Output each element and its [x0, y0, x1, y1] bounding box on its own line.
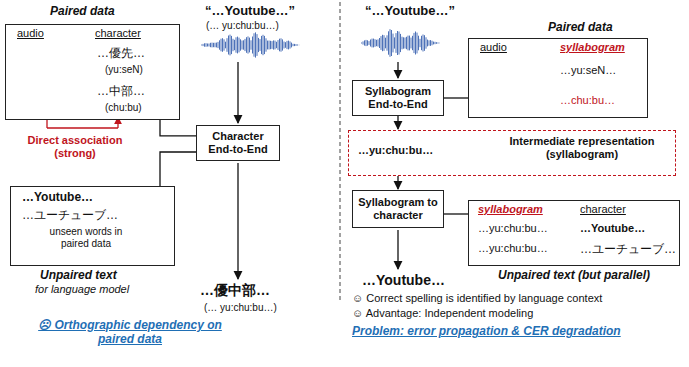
- box-text: (yu:seN): [105, 64, 143, 76]
- box-text: character: [95, 27, 141, 40]
- input-arrow: [397, 62, 398, 78]
- box-text: syllabogram: [478, 203, 543, 216]
- box-text: …ユーチューブ…: [580, 242, 676, 256]
- input-text: “…Youtube…”: [205, 3, 295, 19]
- box-heading: Paired data: [548, 20, 613, 34]
- output-arrow: [237, 163, 238, 279]
- input-arrow: [237, 62, 238, 123]
- box-text: unseen words in paired data: [38, 226, 134, 250]
- box-text: …ユーチューブ…: [22, 208, 118, 222]
- box-text: syllabogram: [560, 41, 625, 54]
- note: ☺ Advantage: Independent modeling: [352, 307, 533, 320]
- output-reading: (… yu:chu:bu…): [204, 302, 277, 314]
- intermediate-region: …yu:chu:bu… Intermediate representation (…: [348, 130, 676, 176]
- output-text: …優中部…: [200, 282, 270, 299]
- box-heading: Paired data: [50, 4, 115, 18]
- output-text: …Youtube…: [362, 272, 445, 289]
- box-label: Syllabogram End-to-End: [358, 85, 438, 111]
- input-text: “…Youtube…”: [365, 3, 455, 19]
- audio-waveform: [200, 32, 299, 57]
- process-box: Syllabogram End-to-End: [352, 80, 444, 116]
- association-bracket: [47, 127, 118, 128]
- box-label: Character End-to-End: [202, 130, 274, 156]
- connector: [397, 116, 398, 129]
- data-box: …Youtube… …ユーチューブ… unseen words in paired …: [10, 186, 175, 266]
- input-reading: (… yu:chu:bu…): [206, 20, 279, 32]
- data-box: Paired dataaudiocharacter…優先…(yu:seN)…中部…: [5, 24, 180, 120]
- process-box: Syllabogram to character: [352, 190, 444, 228]
- box-text: Intermediate representation (syllabogram…: [498, 135, 666, 161]
- conclusion: ☹ Orthographic dependency on paired data: [25, 318, 235, 347]
- box-heading: Unpaired text (but parallel): [498, 268, 650, 282]
- connector: [397, 176, 398, 189]
- box-text: (chu:bu): [105, 102, 142, 114]
- box-text: …yu:chu:bu…: [478, 222, 548, 235]
- box-heading: for language model: [35, 283, 129, 296]
- output-arrow: [397, 230, 398, 269]
- box-heading: Unpaired text: [40, 268, 117, 282]
- box-text: …Youtube…: [22, 190, 93, 204]
- connector: [160, 152, 196, 186]
- conclusion: Problem: error propagation & CER degrada…: [352, 324, 621, 338]
- box-text: audio: [17, 27, 44, 40]
- box-text: …chu:bu…: [560, 94, 615, 107]
- box-text: …yu:chu:bu…: [358, 144, 433, 157]
- box-text: audio: [480, 41, 507, 54]
- data-box: syllabogram character …yu:chu:bu… …Youtube……: [468, 200, 680, 266]
- box-text: …優先…: [97, 46, 145, 60]
- annotation: Direct association (strong): [15, 134, 135, 160]
- process-box: Character End-to-End: [196, 125, 280, 161]
- data-box: Paired dataaudiosyllabogram…yu:seN……chu:…: [468, 38, 648, 118]
- audio-waveform: [360, 29, 440, 57]
- connector: [160, 120, 196, 136]
- connector: [444, 97, 468, 98]
- note: ☺ Correct spelling is identified by lang…: [352, 292, 602, 305]
- separator-line: [340, 2, 341, 300]
- box-text: …中部…: [97, 84, 145, 98]
- box-text: …yu:seN…: [560, 64, 616, 77]
- box-text: character: [580, 203, 626, 216]
- connector: [444, 213, 468, 214]
- box-text: …yu:chu:bu…: [478, 242, 548, 255]
- box-label: Syllabogram to character: [358, 196, 438, 222]
- box-text: …Youtube…: [580, 222, 645, 235]
